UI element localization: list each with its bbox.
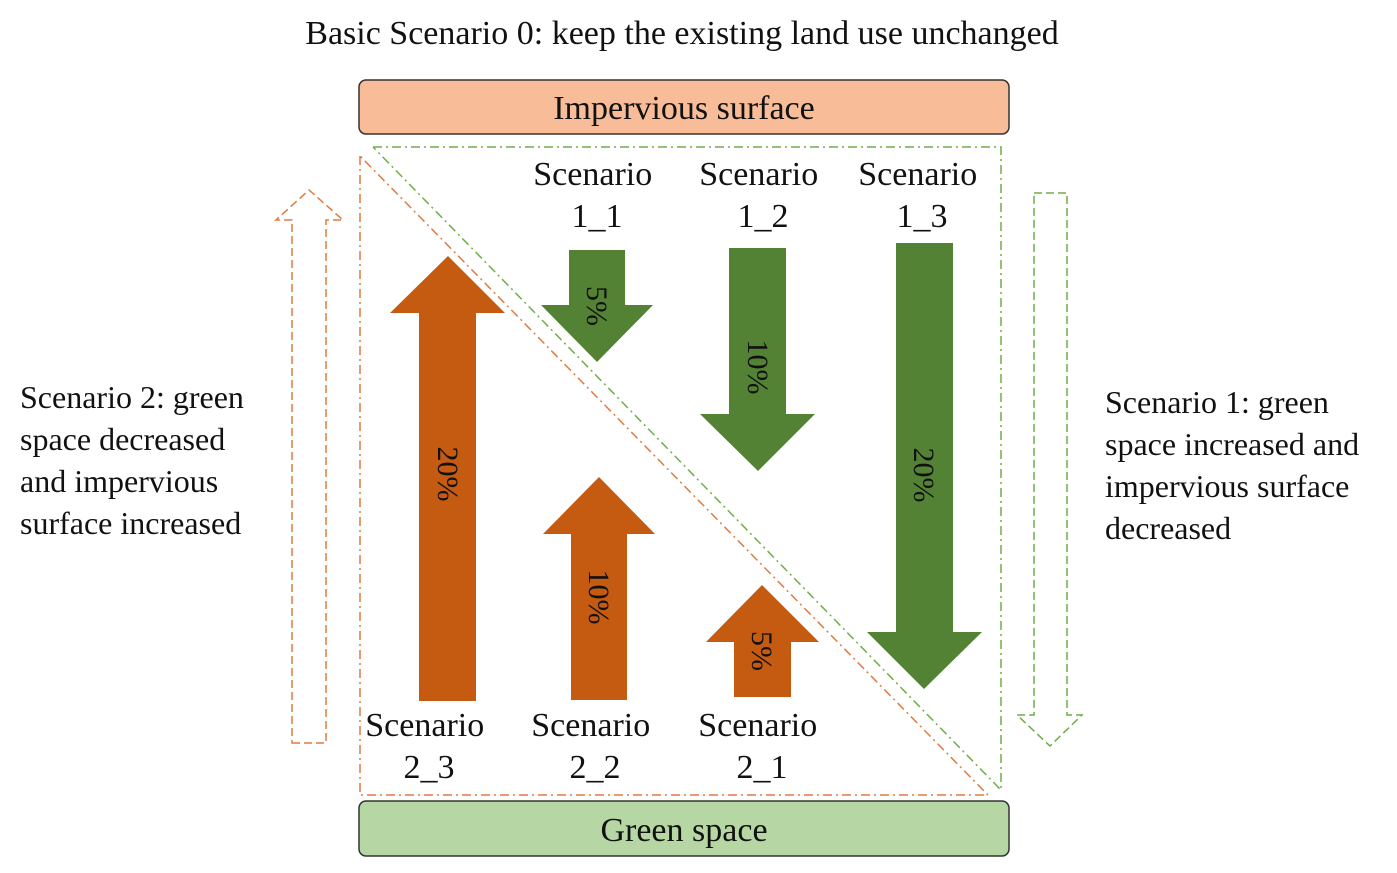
scenario-label-line: Scenario [698, 707, 817, 744]
scenario-label-line: 1_3 [897, 198, 948, 235]
scenario2-description-line: Scenario 2: green [20, 379, 244, 415]
impervious-surface-label: Impervious surface [553, 90, 815, 127]
scenario2-description: Scenario 2: green space decreased and im… [20, 379, 252, 541]
diagram-title: Basic Scenario 0: keep the existing land… [305, 15, 1058, 52]
scenario2-description-line: and impervious [20, 463, 218, 499]
scenario-label-line: Scenario [531, 707, 650, 744]
scenario1-description-line: impervious surface [1105, 468, 1349, 504]
right-down-arrow-outline [1015, 192, 1084, 748]
scenario-2-2-percent: 10% [582, 570, 615, 625]
scenario-label-line: 1_2 [738, 198, 789, 235]
scenario-label-line: Scenario [365, 707, 484, 744]
scenario1-description-line: Scenario 1: green [1105, 384, 1329, 420]
scenario-2-1-label: Scenario 2_1 [698, 707, 825, 786]
scenario-1-2-label: Scenario 1_2 [699, 156, 826, 235]
scenario-2-1-arrow [706, 585, 819, 697]
scenario1-description: Scenario 1: green space increased and im… [1105, 384, 1367, 546]
scenario-1-1-label: Scenario 1_1 [533, 156, 660, 235]
scenario-1-1-percent: 5% [580, 286, 613, 326]
scenario-2-3-arrow [390, 256, 505, 701]
green-space-label: Green space [600, 812, 767, 849]
scenario-1-3-label: Scenario 1_3 [858, 156, 985, 235]
green-space-box [358, 800, 1010, 857]
scenario-label-line: 1_1 [572, 198, 623, 235]
scenario2-description-line: space decreased [20, 421, 225, 457]
scenario-label-line: Scenario [699, 156, 818, 193]
scenario-2-2-arrow [543, 477, 655, 700]
scenario2-region-outline [359, 155, 990, 796]
scenario-label-line: 2_3 [404, 749, 455, 786]
scenario-label-line: 2_2 [570, 749, 621, 786]
scenario-2-3-label: Scenario 2_3 [365, 707, 492, 786]
scenario-label-line: 2_1 [737, 749, 788, 786]
scenario2-description-line: surface increased [20, 505, 241, 541]
scenario-label-line: Scenario [858, 156, 977, 193]
scenario-1-1-arrow [541, 250, 653, 362]
scenario1-description-line: decreased [1105, 510, 1231, 546]
scenario-2-2-label: Scenario 2_2 [531, 707, 658, 786]
scenario-1-3-arrow [867, 243, 982, 689]
scenario1-description-line: space increased and [1105, 426, 1359, 462]
scenario-label-line: Scenario [533, 156, 652, 193]
scenario-1-2-percent: 10% [741, 340, 774, 395]
scenario-2-3-percent: 20% [431, 447, 464, 502]
scenario-1-2-arrow [700, 248, 815, 471]
impervious-surface-box [358, 79, 1010, 135]
scenario-1-3-percent: 20% [907, 448, 940, 503]
left-up-arrow-outline [274, 188, 345, 744]
scenario-2-1-percent: 5% [745, 631, 778, 671]
